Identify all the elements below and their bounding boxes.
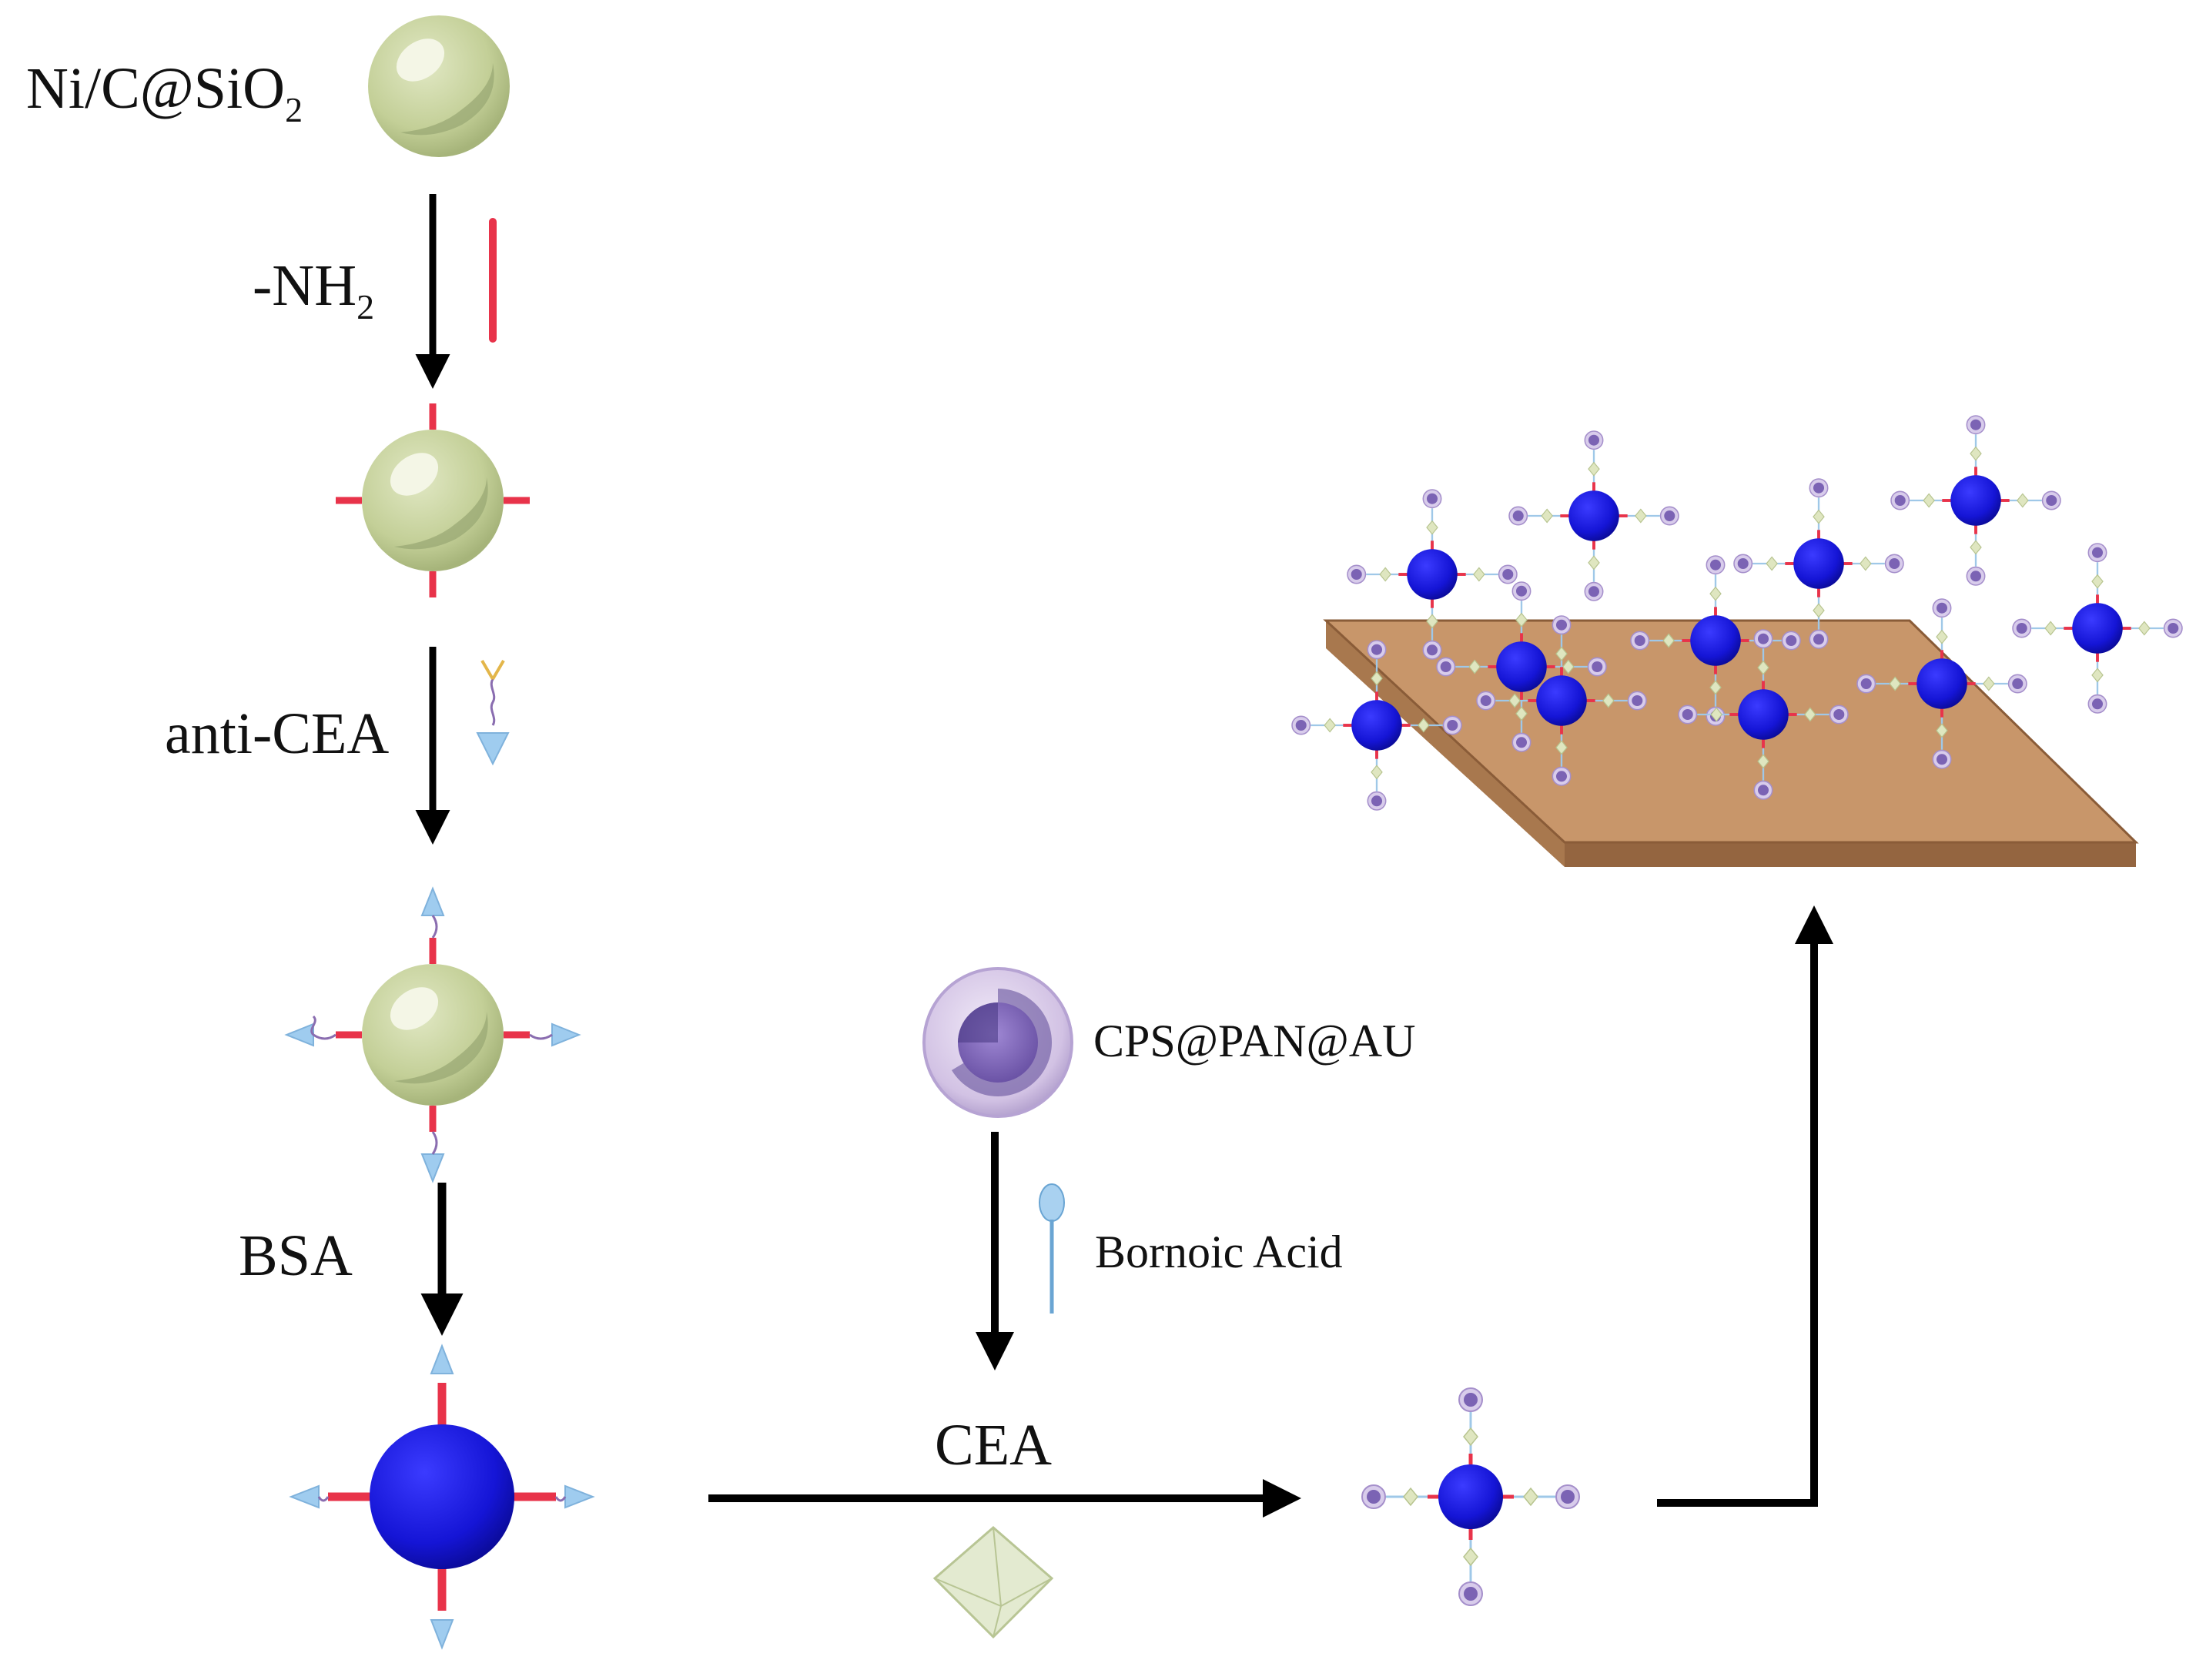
antibody-conjugated-sphere-icon — [284, 886, 581, 1183]
amine-functionalized-sphere-icon — [336, 403, 530, 597]
start-label: Ni/C@SiO2 — [26, 56, 303, 129]
cea-octahedron-icon — [932, 1526, 1054, 1639]
cps-pan-au-particle-icon — [922, 967, 1073, 1118]
arrow-step-5 — [1657, 905, 1833, 1507]
antibody-step-label: anti-CEA — [165, 701, 389, 766]
sandwich-complex-unit-icon — [1362, 1388, 1579, 1605]
cps-particle-label: CPS@PAN@AU — [1093, 1016, 1415, 1066]
cea-step-label: CEA — [935, 1413, 1052, 1478]
boronic-acid-icon — [1039, 1183, 1065, 1314]
amine-step-label: -NH2 — [253, 253, 374, 326]
ni-c-sio2-sphere-icon — [368, 15, 510, 157]
antibody-icon — [476, 659, 510, 765]
bsa-step-label: BSA — [239, 1223, 353, 1288]
boronic-acid-label: Bornoic Acid — [1095, 1227, 1343, 1277]
bsa-blocked-sphere-icon — [289, 1344, 595, 1650]
